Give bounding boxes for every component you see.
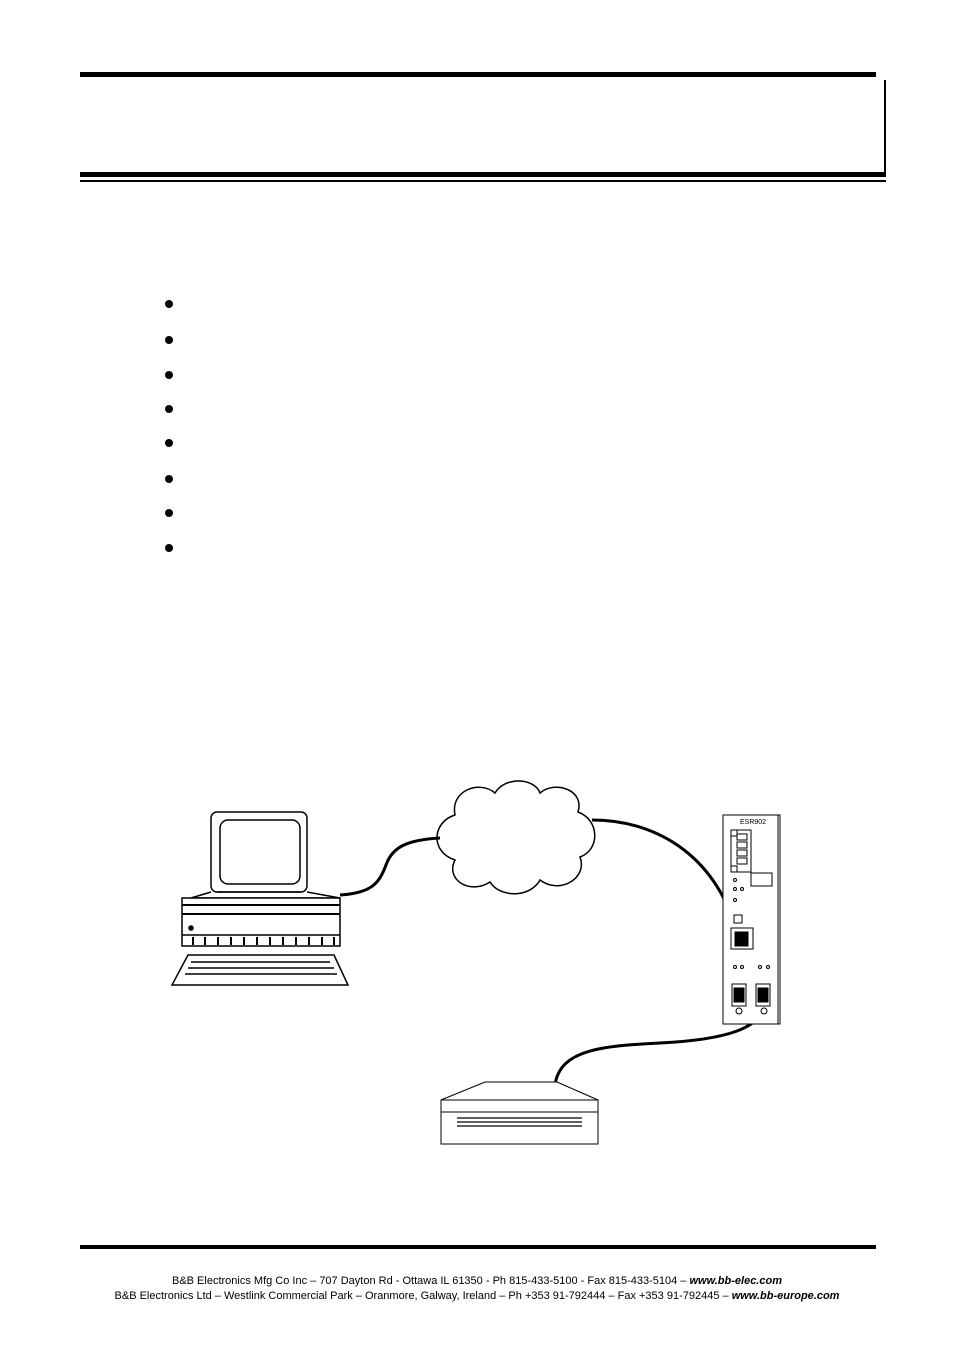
- bullet-dot: [165, 439, 173, 447]
- cloud-icon: [436, 780, 596, 895]
- cable-cloud-router: [591, 818, 740, 939]
- bullet-dot: [165, 509, 173, 517]
- bullet-dot: [165, 544, 173, 552]
- footer-line-europe: B&B Electronics Ltd – Westlink Commercia…: [0, 1289, 954, 1303]
- cable-computer-cloud: [339, 836, 441, 897]
- serial-device-icon: [440, 1081, 599, 1145]
- bullet-dot: [165, 300, 173, 308]
- footer-europe-link[interactable]: www.bb-europe.com: [731, 1290, 840, 1302]
- footer-line-us: B&B Electronics Mfg Co Inc – 707 Dayton …: [0, 1274, 954, 1288]
- footer-europe-text: B&B Electronics Ltd – Westlink Commercia…: [114, 1290, 732, 1302]
- bullet-dot: [165, 336, 173, 344]
- header-bottom-rule-thick: [80, 172, 886, 177]
- router-device: [722, 814, 781, 1025]
- footer-rule: [80, 1245, 876, 1249]
- footer-us-text: B&B Electronics Mfg Co Inc – 707 Dayton …: [171, 1275, 690, 1287]
- footer-us-link[interactable]: www.bb-elec.com: [689, 1275, 782, 1287]
- bullet-dot: [165, 475, 173, 483]
- bullet-dot: [165, 405, 173, 413]
- router-label: ESR902: [740, 819, 766, 826]
- computer-icon: [170, 811, 350, 986]
- bullet-dot: [165, 371, 173, 379]
- header-right-rule: [884, 80, 886, 176]
- header-bottom-rule-thin: [80, 180, 886, 182]
- header-top-rule: [80, 72, 876, 77]
